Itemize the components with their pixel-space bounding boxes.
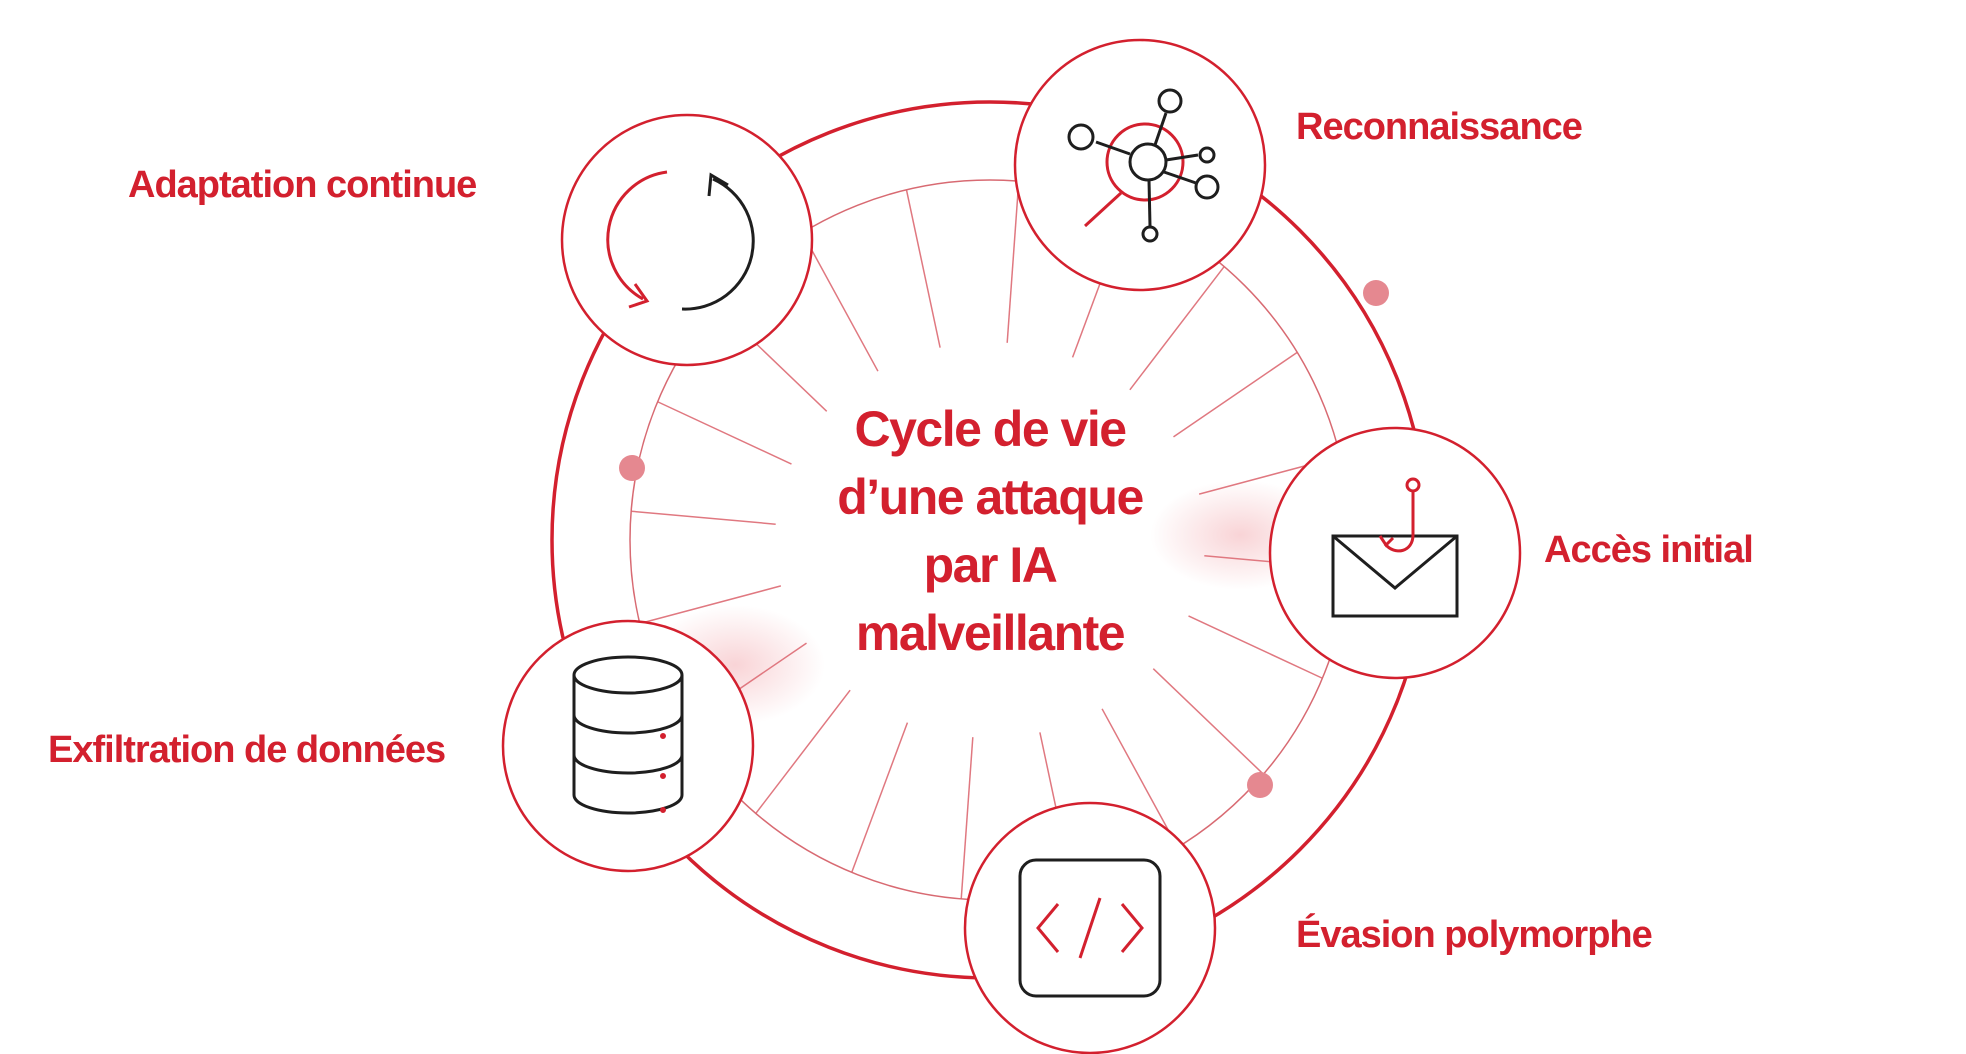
code-brackets-icon bbox=[1018, 858, 1162, 998]
label-acces-initial: Accès initial bbox=[1544, 529, 1754, 571]
stage-circle-exfiltration bbox=[501, 619, 755, 873]
title-line: d’une attaque bbox=[837, 469, 1144, 525]
refresh-cycle-icon bbox=[606, 170, 755, 311]
label-reconnaissance: Reconnaissance bbox=[1296, 106, 1583, 148]
spoke-line bbox=[1101, 708, 1179, 848]
spoke-line bbox=[960, 737, 974, 899]
network-scan-icon bbox=[1067, 88, 1220, 243]
ring-dot bbox=[1247, 772, 1273, 798]
label-exfiltration: Exfiltration de données bbox=[48, 729, 446, 771]
spoke-line bbox=[1173, 351, 1298, 438]
spoke-line bbox=[657, 401, 792, 465]
ring-dot bbox=[1363, 280, 1389, 306]
title-line: malveillante bbox=[855, 605, 1126, 661]
spoke-line bbox=[631, 510, 776, 525]
title-line: par IA bbox=[923, 537, 1058, 593]
spoke-line bbox=[755, 689, 851, 814]
phishing-email-icon bbox=[1331, 477, 1459, 618]
spoke-line bbox=[801, 232, 879, 372]
label-evasion-polymorphe: Évasion polymorphe bbox=[1296, 914, 1653, 956]
spoke-line bbox=[1152, 668, 1264, 775]
title-line: Cycle de vie bbox=[854, 401, 1127, 457]
ring-dot bbox=[619, 455, 645, 481]
database-icon bbox=[572, 655, 684, 815]
spoke-line bbox=[851, 722, 909, 873]
spoke-line bbox=[1129, 266, 1225, 391]
center-title: Cycle de vie d’une attaque par IA malvei… bbox=[760, 395, 1220, 667]
spoke-line bbox=[639, 585, 782, 625]
label-adaptation-continue: Adaptation continue bbox=[128, 164, 477, 206]
stage-circle-acces-initial bbox=[1268, 426, 1522, 680]
stage-circle-adaptation bbox=[560, 113, 814, 367]
stage-circle-reconnaissance bbox=[1013, 38, 1267, 292]
spoke-line bbox=[1188, 615, 1323, 679]
spoke-line bbox=[1006, 181, 1020, 343]
spokes bbox=[631, 181, 1349, 899]
spoke-line bbox=[905, 189, 941, 348]
